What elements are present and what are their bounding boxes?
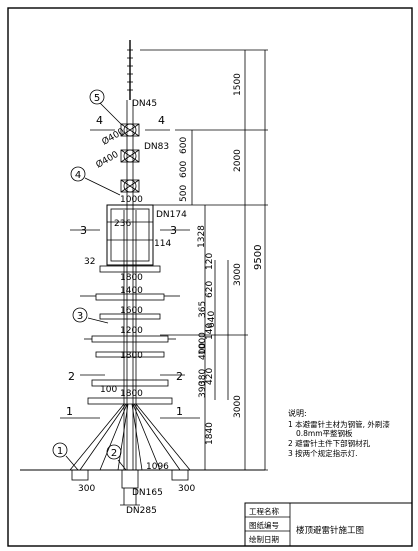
footing-left bbox=[71, 469, 89, 481]
bubble-1: 1 bbox=[52, 442, 68, 458]
dim-3000-upper: 3000 bbox=[233, 263, 243, 286]
section-4-right: 4 bbox=[158, 114, 165, 127]
section-cuts bbox=[60, 129, 200, 419]
ring-1400: 1400 bbox=[120, 286, 143, 296]
label-100: 100 bbox=[100, 385, 117, 395]
ring-1800-b: 1800 bbox=[120, 351, 143, 361]
label-114: 114 bbox=[154, 239, 171, 249]
splayed-legs bbox=[69, 403, 191, 471]
dim-3000-lower: 3000 bbox=[233, 395, 243, 418]
section-1-right: 1 bbox=[176, 405, 183, 418]
label-300-left: 300 bbox=[78, 484, 95, 494]
dim-1500: 1500 bbox=[233, 73, 243, 96]
title-block: 工程名称 图纸编号 绘制日期 楼顶避雷针施工图 bbox=[244, 502, 413, 547]
bubble-2: 2 bbox=[106, 444, 122, 460]
dim-600-b: 600 bbox=[179, 161, 189, 178]
bubble-5-label: 5 bbox=[94, 93, 100, 104]
leader-lines bbox=[65, 102, 127, 471]
dim-1000: 1000 bbox=[198, 332, 208, 355]
dim-390: 390 bbox=[198, 381, 208, 398]
section-1-left: 1 bbox=[66, 405, 73, 418]
note-1: 1 本避雷针主材为钢管, 外刷漆 bbox=[288, 419, 390, 429]
ring-1000: 1000 bbox=[120, 195, 143, 205]
bubble-5: 5 bbox=[89, 89, 105, 105]
note-2: 2 避雷针主件下部钢材孔 bbox=[288, 438, 371, 448]
label-620: 620 bbox=[205, 281, 215, 298]
title-row-number: 图纸编号 bbox=[249, 520, 279, 530]
label-1328: 1328 bbox=[197, 225, 207, 248]
drawing-border bbox=[7, 7, 413, 547]
footing-right bbox=[171, 469, 189, 481]
joint-lower bbox=[120, 179, 140, 193]
ring-1600: 1600 bbox=[120, 306, 143, 316]
label-300-right: 300 bbox=[178, 484, 195, 494]
note-3: 3 按两个规定指示灯. bbox=[288, 448, 358, 458]
dim-600-a: 600 bbox=[179, 137, 189, 154]
label-1096: 1096 bbox=[146, 462, 169, 472]
title-row-project: 工程名称 bbox=[249, 506, 279, 516]
bubble-2-label: 2 bbox=[111, 448, 117, 459]
bubble-3-label: 3 bbox=[77, 311, 83, 322]
label-400: 400 bbox=[198, 343, 208, 360]
section-2-right: 2 bbox=[176, 370, 183, 383]
footing-center bbox=[121, 469, 139, 489]
ring-plates bbox=[80, 265, 180, 405]
bubble-4: 4 bbox=[70, 166, 86, 182]
label-236: 236 bbox=[114, 219, 131, 229]
note-1b: 0.8mm平整钢板 bbox=[296, 428, 353, 438]
bubble-1-label: 1 bbox=[57, 446, 63, 457]
section-3-right: 3 bbox=[170, 224, 177, 237]
dim-2000: 2000 bbox=[233, 149, 243, 172]
section-3-left: 3 bbox=[80, 224, 87, 237]
pipe-dn45: DN45 bbox=[132, 99, 157, 109]
dimension-chain bbox=[140, 49, 268, 471]
label-32: 32 bbox=[84, 257, 95, 267]
pipe-dn174: DN174 bbox=[156, 210, 187, 220]
bubble-4-label: 4 bbox=[75, 170, 81, 181]
drawing-title: 楼顶避雷针施工图 bbox=[296, 525, 364, 536]
title-row-date: 绘制日期 bbox=[249, 534, 279, 544]
notes-block: 说明: 1 本避雷针主材为钢管, 外刷漆 0.8mm平整钢板 2 避雷针主件下部… bbox=[288, 408, 390, 458]
ring-1800-c: 1800 bbox=[120, 389, 143, 399]
pipe-dn165: DN165 bbox=[132, 488, 163, 498]
pipe-dn83: DN83 bbox=[144, 142, 169, 152]
joint-upper bbox=[120, 123, 140, 137]
ring-d400-upper: Ø400 bbox=[100, 126, 127, 148]
ring-d400-lower: Ø400 bbox=[94, 149, 121, 171]
section-4-left: 4 bbox=[96, 114, 103, 127]
dim-9500: 9500 bbox=[253, 245, 264, 270]
label-120-a: 120 bbox=[205, 253, 215, 270]
section-2-left: 2 bbox=[68, 370, 75, 383]
dim-640: 640 bbox=[207, 311, 217, 328]
bubble-3: 3 bbox=[72, 307, 88, 323]
ring-1200: 1200 bbox=[120, 326, 143, 336]
ring-1800-a: 1800 bbox=[120, 273, 143, 283]
label-365: 365 bbox=[198, 301, 208, 318]
label-380: 380 bbox=[198, 369, 208, 386]
joint-middle bbox=[120, 149, 140, 163]
pipe-dn285: DN285 bbox=[126, 506, 157, 516]
label-420: 420 bbox=[205, 368, 215, 385]
label-140: 140 bbox=[205, 323, 215, 340]
notes-heading: 说明: bbox=[288, 408, 307, 418]
platform-box bbox=[106, 204, 154, 266]
label-1840: 1840 bbox=[205, 422, 215, 445]
dim-500: 500 bbox=[179, 185, 189, 202]
